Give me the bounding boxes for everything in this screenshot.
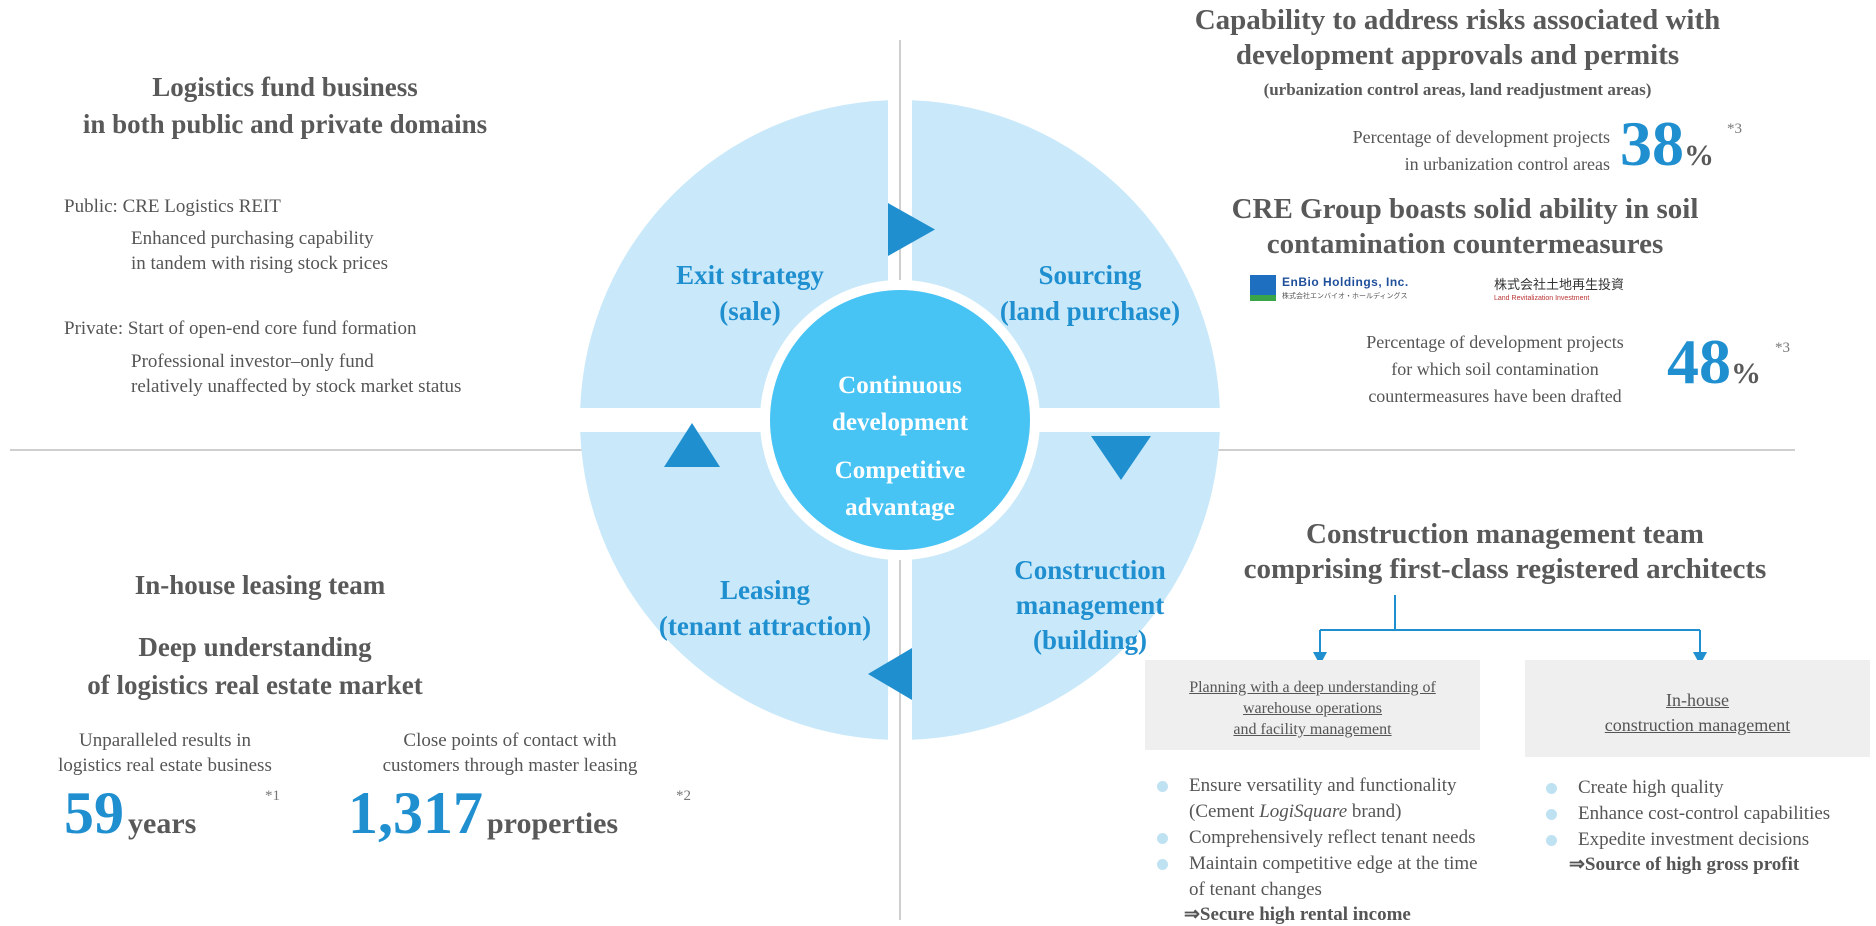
arrow-up [664, 423, 720, 467]
quadrant-label-leasing: Leasing(tenant attraction) [658, 575, 872, 641]
stat-properties: 1,317 properties [348, 775, 688, 850]
stat-urbanization-value: 38 [1620, 108, 1684, 179]
list-item: Expedite investment decisions [1542, 827, 1872, 853]
conclusion-rental-income: ⇒Secure high rental income [1184, 904, 1411, 925]
land-revitalization-logo: 株式会社土地再生投資 Land Revitalization Investmen… [1494, 278, 1625, 302]
footnote-3a: *3 [1727, 121, 1742, 137]
arrow-left [868, 648, 912, 700]
stat-soil-value: 48 [1667, 326, 1731, 397]
arrow-right [888, 203, 935, 256]
leasing-team-title: In-house leasing team [134, 570, 386, 600]
list-item: Ensure versatility and functionality(Cem… [1153, 773, 1523, 825]
center-text: Continuous development Competitive advan… [831, 372, 969, 521]
private-label: Private: Start of open-end core fund for… [64, 318, 417, 339]
quadrant-label-exit: Exit strategy(sale) [676, 260, 824, 326]
list-item: Enhance cost-control capabilities [1542, 801, 1872, 827]
approvals-subtitle: (urbanization control areas, land readju… [1263, 80, 1652, 99]
arrow-down [1091, 436, 1151, 480]
stat-soil-unit: % [1731, 357, 1761, 390]
stat-urbanization-unit: % [1684, 139, 1714, 172]
stat-years-value: 59 [64, 780, 124, 846]
stat-years: 59 years [64, 775, 264, 850]
planning-benefits: Ensure versatility and functionality(Cem… [1153, 773, 1523, 926]
enbio-logo: EnBio Holdings, Inc. 株式会社エンバイオ・ホールディングス [1250, 275, 1470, 305]
footnote-2: *2 [676, 788, 691, 804]
stat-properties-unit: properties [487, 807, 619, 840]
connector-arrows [1313, 595, 1707, 665]
conclusion-gross-profit: ⇒Source of high gross profit [1569, 854, 1800, 875]
quadrant-label-sourcing: Sourcing(land purchase) [999, 260, 1181, 326]
approvals-title: Capability to address risks associated w… [1194, 4, 1721, 71]
stat-soil: 48% [1667, 324, 1797, 404]
list-item: Create high quality [1542, 775, 1872, 801]
public-label: Public: CRE Logistics REIT [64, 196, 281, 217]
footnote-3b: *3 [1775, 340, 1790, 356]
center-circle [770, 290, 1030, 550]
stat-years-unit: years [128, 807, 197, 840]
list-item: Comprehensively reflect tenant needs [1153, 825, 1523, 851]
stat-properties-value: 1,317 [348, 780, 483, 846]
footnote-1: *1 [265, 788, 280, 804]
inhouse-benefits: Create high quality Enhance cost-control… [1542, 775, 1872, 876]
stat-urbanization: 38% [1620, 106, 1750, 186]
